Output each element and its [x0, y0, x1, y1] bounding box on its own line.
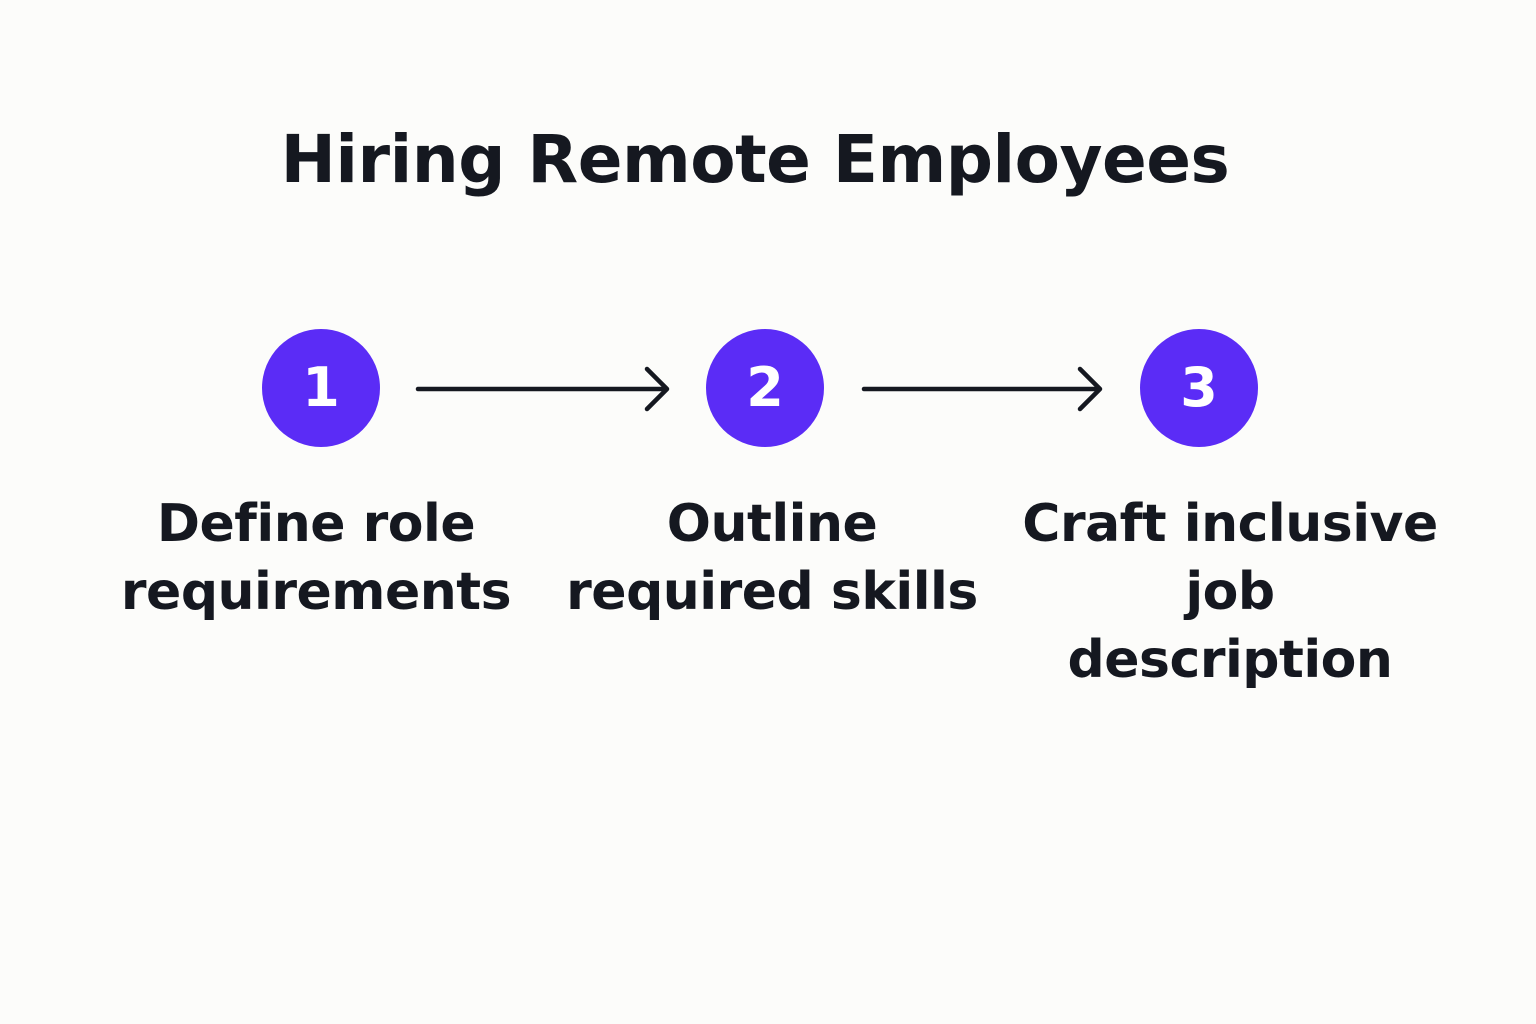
- connector-1-2: [415, 366, 670, 412]
- step-2-label: Outline required skills: [566, 494, 978, 622]
- step-3-number-badge: 3: [1140, 329, 1258, 447]
- step-1-number-badge: 1: [262, 329, 380, 447]
- step-3-label: Craft inclusive job description: [1022, 494, 1438, 690]
- arrow-head-icon: [1077, 366, 1103, 412]
- connector-2-3: [861, 366, 1103, 412]
- arrow-head-icon: [644, 366, 670, 412]
- step-2-number-badge: 2: [706, 329, 824, 447]
- step-1-label: Define role requirements: [120, 494, 512, 622]
- page-title: Hiring Remote Employees: [280, 121, 1230, 198]
